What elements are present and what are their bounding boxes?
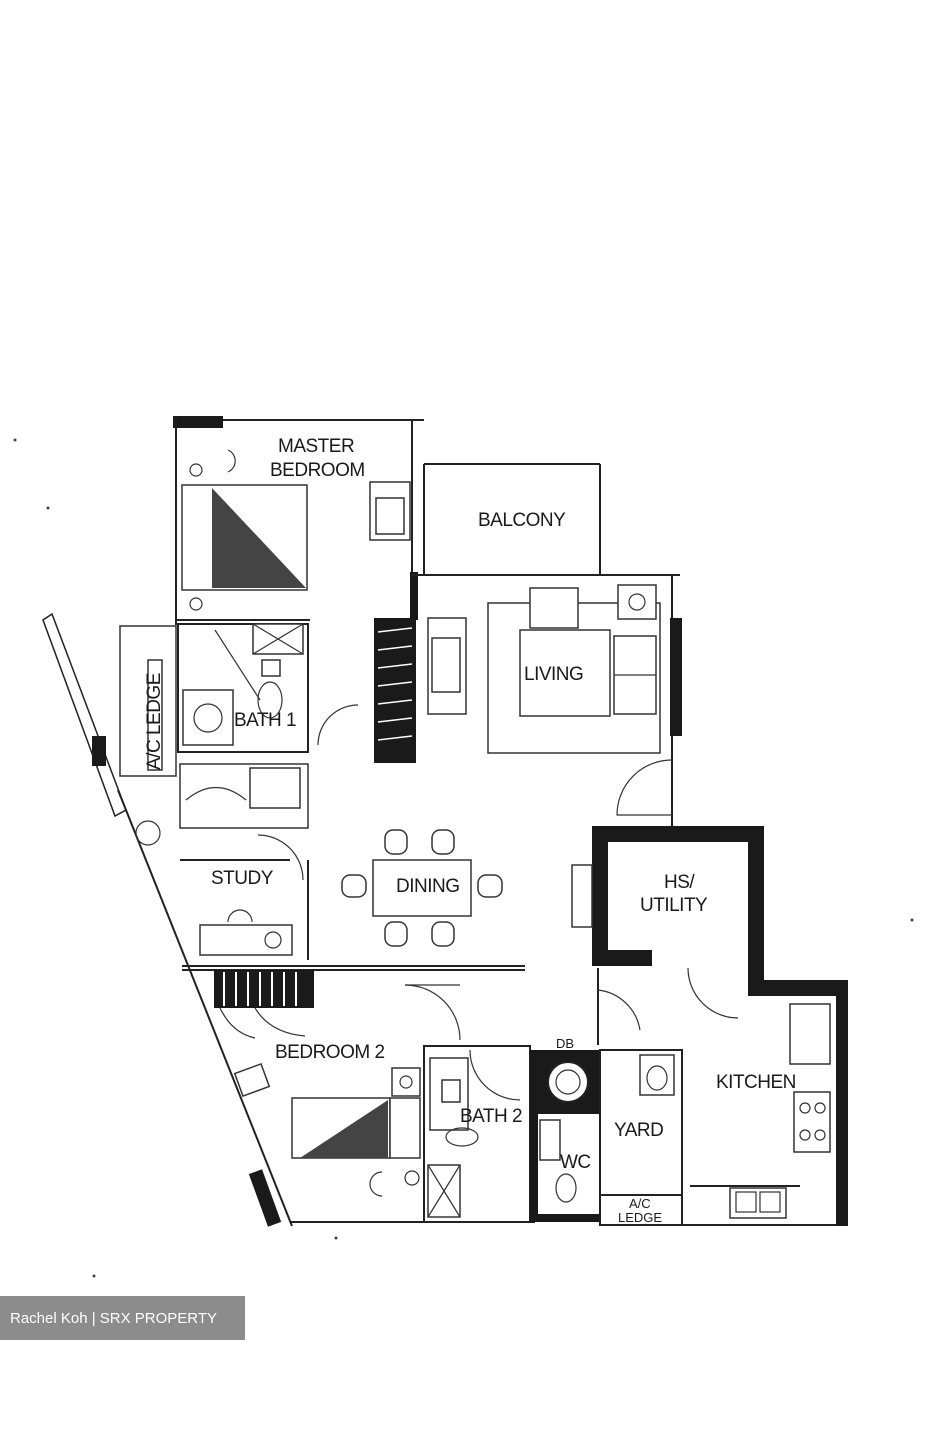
dining-label: DINING — [396, 876, 460, 897]
living: LIVING — [374, 575, 682, 830]
db-wc: DB WC — [530, 1036, 600, 1222]
bedroom-2-label: BEDROOM 2 — [275, 1042, 385, 1063]
master-bedroom-label-2: BEDROOM — [270, 460, 365, 481]
watermark: Rachel Koh | SRX PROPERTY — [0, 1296, 245, 1340]
db-label: DB — [556, 1036, 574, 1051]
balcony: BALCONY — [412, 463, 680, 576]
ac-ledge-bottom: A/C LEDGE — [599, 1194, 683, 1226]
ac-ledge-top-label: A/C LEDGE — [144, 673, 165, 770]
bath-2-label: BATH 2 — [460, 1106, 522, 1127]
master-bedroom: MASTER BEDROOM — [173, 416, 424, 625]
kitchen: KITCHEN — [681, 990, 848, 1226]
bath-1: BATH 1 — [177, 623, 359, 753]
ac-ledge-bottom-label-2: LEDGE — [618, 1210, 662, 1225]
bathtub — [179, 763, 309, 829]
ac-ledge-bottom-label-1: A/C — [629, 1196, 651, 1211]
dining: DINING — [341, 829, 503, 947]
wc-label: WC — [560, 1152, 591, 1173]
study: STUDY — [180, 834, 309, 960]
bedroom-2: BEDROOM 2 — [214, 970, 535, 1223]
living-label: LIVING — [524, 664, 583, 685]
ac-ledge-top: A/C LEDGE — [42, 612, 293, 1227]
balcony-label: BALCONY — [478, 510, 566, 531]
master-bedroom-label-1: MASTER — [278, 436, 354, 457]
hs-utility-label-2: UTILITY — [640, 895, 708, 916]
yard-label: YARD — [614, 1120, 663, 1141]
bath-1-label: BATH 1 — [234, 710, 296, 731]
bath-2: BATH 2 — [423, 1045, 531, 1223]
study-label: STUDY — [211, 868, 274, 889]
kitchen-label: KITCHEN — [716, 1072, 796, 1093]
hs-utility-label-1: HS/ — [664, 872, 695, 893]
yard: YARD — [599, 1049, 683, 1196]
hs-utility: HS/ UTILITY — [571, 826, 848, 996]
